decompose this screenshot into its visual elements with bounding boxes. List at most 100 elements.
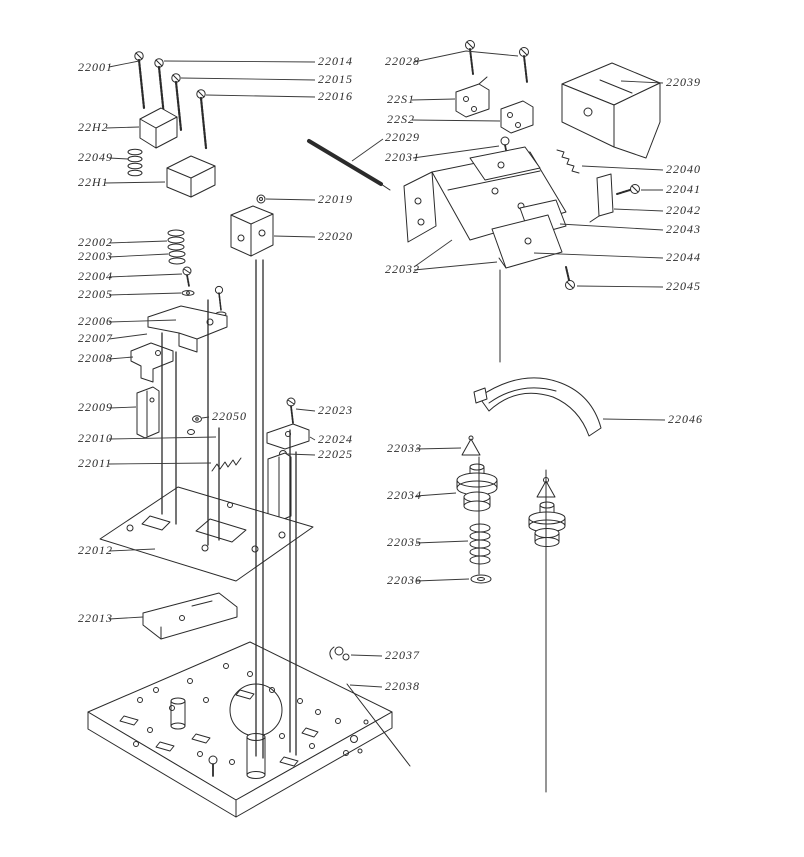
part-label: 22004	[78, 268, 113, 283]
stack-22033-22036	[456, 435, 498, 584]
part-label: 22044	[666, 249, 701, 264]
leader-line	[180, 77, 316, 81]
part-label: 22010	[78, 430, 113, 445]
bracket-22042	[589, 173, 614, 223]
leader-line	[411, 119, 501, 122]
part-label: 22007	[78, 330, 113, 345]
leader-line	[559, 223, 664, 231]
bracket-22020	[230, 205, 274, 257]
leader-line	[108, 462, 212, 465]
part-label: 22036	[387, 572, 422, 587]
part-label: 22032	[385, 261, 420, 276]
leader-line	[309, 436, 316, 441]
arm-22046	[473, 377, 602, 437]
leader-line	[412, 145, 500, 159]
artwork	[87, 40, 661, 818]
switch-22s1	[455, 76, 490, 118]
washer-22050	[187, 415, 202, 435]
part-label: 22024	[318, 431, 353, 446]
part-label: 22001	[78, 59, 113, 74]
part-label: 22016	[318, 88, 353, 103]
part-label: 22002	[78, 234, 113, 249]
head-bracket-22h2	[139, 107, 178, 149]
part-label: 22038	[385, 678, 420, 693]
part-label: 22028	[385, 53, 420, 68]
leader-line	[273, 235, 316, 238]
spring-22011	[211, 457, 242, 472]
part-label: 22023	[318, 402, 353, 417]
part-label: 22039	[666, 74, 701, 89]
switch-22s2	[500, 100, 534, 134]
screw-icons-top-left	[134, 51, 208, 150]
bracket-22013	[142, 592, 238, 640]
leader-line	[576, 285, 664, 288]
leader-line	[108, 548, 156, 552]
leader-line	[201, 416, 210, 419]
part-label: 22041	[666, 181, 701, 196]
bracket-22006-22007	[147, 305, 228, 353]
part-label: 22006	[78, 313, 113, 328]
assembly-22032	[403, 146, 567, 363]
leader-line	[108, 253, 169, 258]
leader-line	[265, 198, 316, 201]
spring-22002-22003	[167, 229, 186, 265]
bracket-22009	[136, 386, 160, 439]
leader-line	[105, 126, 140, 129]
part-label: 22S1	[387, 91, 415, 106]
leader-line	[108, 319, 177, 323]
part-label: 22003	[78, 248, 113, 263]
leader-line	[413, 239, 453, 268]
leader-line	[351, 138, 384, 162]
part-label: 22040	[666, 161, 701, 176]
part-label: 22043	[666, 221, 701, 236]
part-label: 22011	[78, 455, 113, 470]
head-bracket-22h1	[166, 155, 216, 198]
leader-line	[415, 492, 457, 497]
screw-icons-22028	[465, 40, 529, 83]
leader-line	[620, 80, 664, 84]
leader-line	[108, 406, 137, 409]
part-label: 22H2	[78, 119, 109, 134]
leader-line	[108, 356, 134, 360]
part-label: 22H1	[78, 174, 109, 189]
spring-22040	[556, 149, 580, 174]
screw-22004-washer-22005	[181, 266, 195, 296]
leader-line	[413, 50, 519, 63]
nut-22019	[256, 194, 266, 204]
part-label: 22013	[78, 610, 113, 625]
leader-line	[413, 261, 498, 271]
leader-line	[108, 292, 182, 296]
part-label: 22046	[668, 411, 703, 426]
leader-line	[104, 181, 166, 184]
leader-line	[108, 273, 183, 278]
part-label: 22035	[387, 534, 422, 549]
leader-line	[108, 616, 144, 620]
leader-line	[613, 208, 664, 212]
part-label: 22009	[78, 399, 113, 414]
leader-line	[163, 60, 316, 63]
base-plate	[87, 641, 393, 818]
screw-22045	[565, 266, 575, 290]
part-label: 22042	[666, 202, 701, 217]
leader-line	[295, 408, 316, 412]
part-label: 22031	[385, 149, 420, 164]
part-label: 22015	[318, 71, 353, 86]
screw-22041	[616, 184, 640, 195]
leader-line	[286, 453, 316, 456]
leader-lines	[104, 50, 666, 688]
leader-line	[349, 684, 383, 688]
leader-line	[108, 436, 217, 440]
rod-22029	[307, 139, 391, 191]
long-shafts	[478, 456, 547, 793]
part-label: 22049	[78, 149, 113, 164]
part-label: 22025	[318, 446, 353, 461]
leader-line	[581, 165, 664, 171]
leader-line	[415, 447, 462, 450]
rod-22038	[346, 683, 411, 767]
part-label: 22037	[385, 647, 420, 662]
leader-line	[205, 94, 316, 98]
part-label: 22034	[387, 487, 422, 502]
leader-line	[108, 240, 168, 244]
